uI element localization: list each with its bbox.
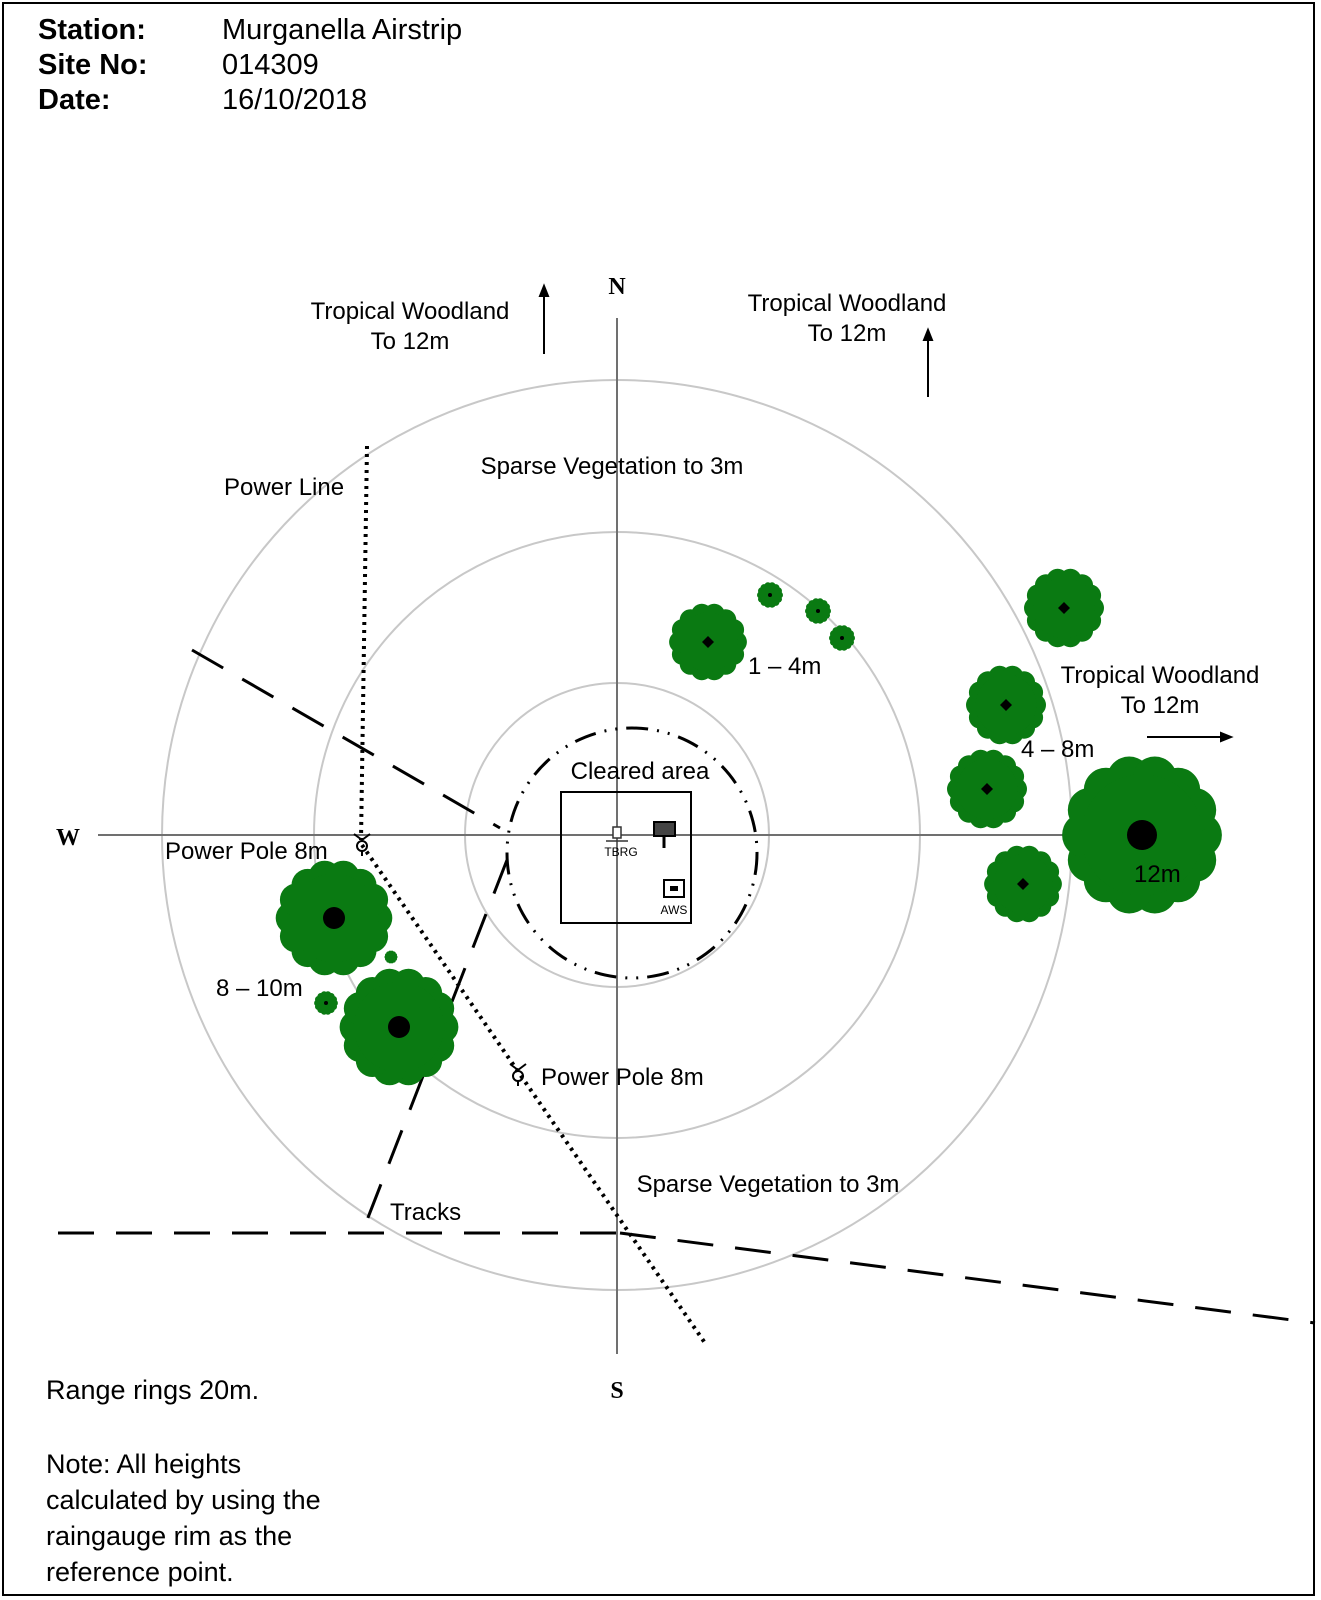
cleared-area-label: Cleared area	[571, 758, 710, 785]
arrow-east-head	[1220, 731, 1234, 743]
power-pole-south-icon	[509, 1063, 527, 1086]
station-value: Murganella Airstrip	[222, 14, 463, 46]
woodland-nw-line2: To 12m	[371, 328, 450, 355]
date-label: Date:	[38, 84, 111, 116]
tree-canopy-1	[669, 603, 747, 681]
power-line-north	[359, 445, 369, 841]
site-number-label: Site No:	[38, 49, 148, 81]
tbrg-label: TBRG	[604, 845, 637, 859]
tree-big-height-label: 12m	[1134, 861, 1181, 888]
site-number-value: 014309	[222, 49, 319, 81]
power-line-southeast	[360, 843, 707, 1345]
trees-sw-height-label: 8 – 10m	[216, 975, 303, 1002]
track-northwest	[191, 648, 501, 830]
woodland-arrows	[538, 283, 1234, 743]
tree-canopy-13	[384, 950, 398, 964]
aws-icon	[663, 879, 685, 898]
heights-note-line3: raingauge rim as the	[46, 1521, 293, 1551]
tree-canopy-6	[966, 665, 1046, 745]
station-label: Station:	[38, 14, 146, 46]
tracks-label: Tracks	[390, 1199, 461, 1226]
heights-note-line4: reference point.	[46, 1557, 234, 1587]
tree-canopy-11	[339, 968, 459, 1086]
range-rings-note: Range rings 20m.	[46, 1375, 260, 1405]
compass-north: N	[608, 274, 626, 300]
tree-canopy-2	[757, 582, 784, 608]
instrument-enclosure	[560, 791, 692, 924]
heights-note-line1: Note: All heights	[46, 1449, 242, 1479]
tbrg-icon	[606, 826, 628, 842]
arrow-north-right-head	[922, 327, 934, 341]
tree-canopy-5	[1024, 568, 1104, 648]
tree-canopy-10	[275, 860, 393, 976]
woodland-e-line2: To 12m	[1121, 692, 1200, 719]
tree-canopy-4	[829, 625, 856, 651]
power-pole-west-label: Power Pole 8m	[165, 838, 328, 865]
tree-canopy-7	[947, 749, 1027, 829]
tree-canopy-9	[1062, 756, 1222, 914]
woodland-e-line1: Tropical Woodland	[1061, 662, 1260, 689]
woodland-nw-line1: Tropical Woodland	[311, 298, 510, 325]
woodland-ne-line1: Tropical Woodland	[748, 290, 947, 317]
track-southeast	[619, 1231, 1316, 1325]
sensor-mast-icon	[653, 821, 676, 848]
arrow-north-left-head	[538, 283, 550, 297]
cleared-area-boundary	[505, 726, 759, 980]
tree-canopy-8	[984, 845, 1062, 923]
sparse-vegetation-south-label: Sparse Vegetation to 3m	[637, 1171, 900, 1198]
compass-south: S	[610, 1378, 623, 1404]
trees-e-height-label: 4 – 8m	[1021, 736, 1094, 763]
woodland-ne-line2: To 12m	[808, 320, 887, 347]
aws-label: AWS	[661, 903, 688, 917]
heights-note-line2: calculated by using the	[46, 1485, 321, 1515]
trees	[275, 568, 1222, 1086]
trees-ne-height-label: 1 – 4m	[748, 653, 821, 680]
tree-canopy-12	[314, 991, 338, 1015]
power-line-label: Power Line	[224, 474, 344, 501]
compass-west: W	[56, 825, 80, 851]
tree-canopy-3	[805, 598, 832, 624]
power-line	[359, 445, 707, 1345]
power-pole-south-label: Power Pole 8m	[541, 1064, 704, 1091]
power-pole-west-icon	[353, 833, 371, 856]
sparse-vegetation-north-label: Sparse Vegetation to 3m	[481, 453, 744, 480]
date-value: 16/10/2018	[222, 84, 368, 116]
